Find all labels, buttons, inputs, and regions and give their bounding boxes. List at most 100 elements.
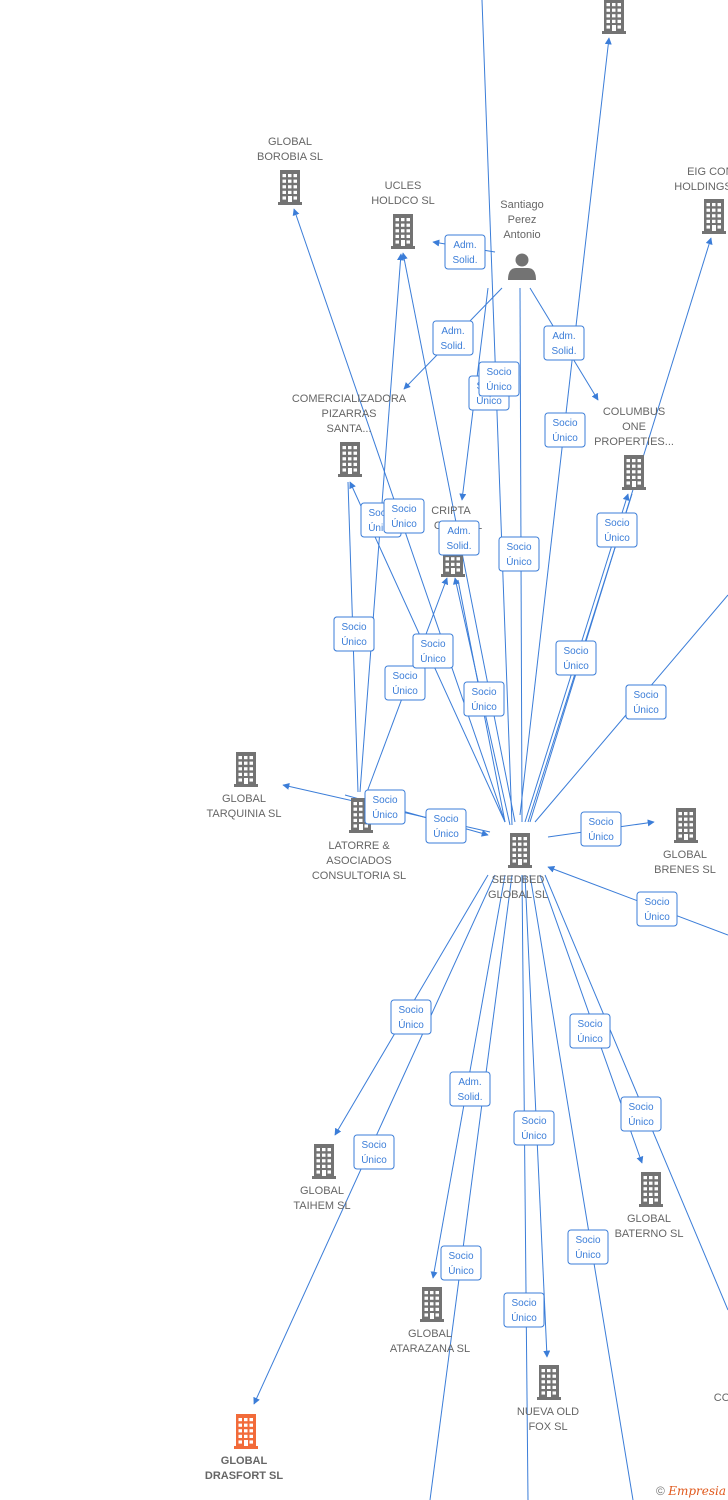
- edge-badge-text: Único: [433, 827, 459, 840]
- node-label: GLOBAL: [222, 793, 266, 805]
- node-label: BRENES SL: [654, 864, 716, 876]
- node-eig[interactable]: EIG CONE HOLDINGS: [674, 166, 728, 234]
- edge-line-4: [481, 0, 513, 826]
- node-columbus[interactable]: COLUMBUSONEPROPERTIES...: [594, 406, 674, 490]
- edge-badge-text: Único: [372, 808, 398, 821]
- edge-line-extra-1: [544, 874, 728, 1311]
- edge-badge-text: Socio: [471, 687, 496, 698]
- footer-brand: © Empresia: [656, 1484, 726, 1498]
- edge-badge-text: Único: [604, 531, 630, 544]
- edge-badge-text: Único: [644, 910, 670, 923]
- edge-badge-text: Socio: [361, 1140, 386, 1151]
- badges-layer: SocioÚnicoAdm.Solid.Adm.Solid.Adm.Solid.…: [333, 234, 678, 1328]
- edge-badge-25[interactable]: Adm.Solid.: [449, 1071, 491, 1107]
- node-label: Antonio: [503, 229, 540, 241]
- node-label: HOLDINGS: [674, 181, 728, 193]
- edge-badge-text: Socio: [552, 418, 577, 429]
- edge-badge-text: Socio: [577, 1019, 602, 1030]
- node-label: CO: [714, 1392, 728, 1404]
- edge-badge-text: Único: [575, 1248, 601, 1261]
- edge-badge-text: Socio: [391, 504, 416, 515]
- edge-badge-text: Socio: [628, 1102, 653, 1113]
- edge-badge-9[interactable]: Adm. Solid.: [438, 520, 480, 556]
- building-icon: [420, 1287, 444, 1322]
- edge-badge-text: Único: [361, 1153, 387, 1166]
- edge-badge-text: Socio: [588, 817, 613, 828]
- node-label: GLOBAL: [627, 1213, 671, 1225]
- edge-badge-text: Socio: [341, 622, 366, 633]
- building-icon: [338, 442, 362, 477]
- node-label: NUEVA OLD: [517, 1406, 579, 1418]
- edge-badge-text: Adm.: [552, 331, 575, 342]
- node-top_right[interactable]: [602, 0, 626, 34]
- node-label: ATARAZANA SL: [390, 1343, 470, 1355]
- node-label: GLOBAL: [268, 136, 312, 148]
- person-icon: [508, 253, 536, 280]
- edge-badge-text: Único: [552, 431, 578, 444]
- node-label: PROPERTIES...: [594, 436, 674, 448]
- edge-badge-text: Solid.: [440, 341, 465, 352]
- node-label: GLOBAL: [221, 1455, 268, 1467]
- node-label: GLOBAL: [663, 849, 707, 861]
- edge-badge-text: Socio: [433, 814, 458, 825]
- edge-badge-text: Socio: [604, 518, 629, 529]
- edge-badge-text: Socio: [372, 795, 397, 806]
- building-icon: [639, 1172, 663, 1207]
- node-comercializadora[interactable]: COMERCIALIZADORAPIZARRASSANTA...: [292, 393, 407, 477]
- node-atarazana[interactable]: GLOBAL ATARAZANA SL: [390, 1287, 470, 1355]
- node-label: COMERCIALIZADORA: [292, 393, 407, 405]
- node-label: CRIPTA: [431, 505, 471, 517]
- edge-badge-text: Adm.: [441, 326, 464, 337]
- edge-badge-text: Socio: [521, 1116, 546, 1127]
- edge-badge-text: Único: [506, 555, 532, 568]
- edge-badge-text: Único: [471, 700, 497, 713]
- node-brenes[interactable]: GLOBAL BRENES SL: [654, 808, 716, 876]
- edge-badge-text: Adm.: [447, 526, 470, 537]
- edge-badge-3[interactable]: Adm.Solid.: [543, 325, 585, 361]
- edge-badge-text: Único: [391, 517, 417, 530]
- node-label: BATERNO SL: [615, 1228, 684, 1240]
- edge-badge-2[interactable]: Adm. Solid.: [432, 320, 474, 356]
- edge-badge-text: Solid.: [457, 1092, 482, 1103]
- edge-badge-1[interactable]: Adm.Solid.: [444, 234, 486, 270]
- node-baterno[interactable]: GLOBAL BATERNO SL: [615, 1172, 684, 1240]
- node-co_right[interactable]: CO: [714, 1349, 728, 1404]
- edge-badge-text: Único: [511, 1311, 537, 1324]
- node-label: EIG CONE: [687, 166, 728, 178]
- edge-badge-text: Solid.: [446, 541, 471, 552]
- edge-line-extra-0: [529, 874, 634, 1500]
- node-label: GLOBAL: [408, 1328, 452, 1340]
